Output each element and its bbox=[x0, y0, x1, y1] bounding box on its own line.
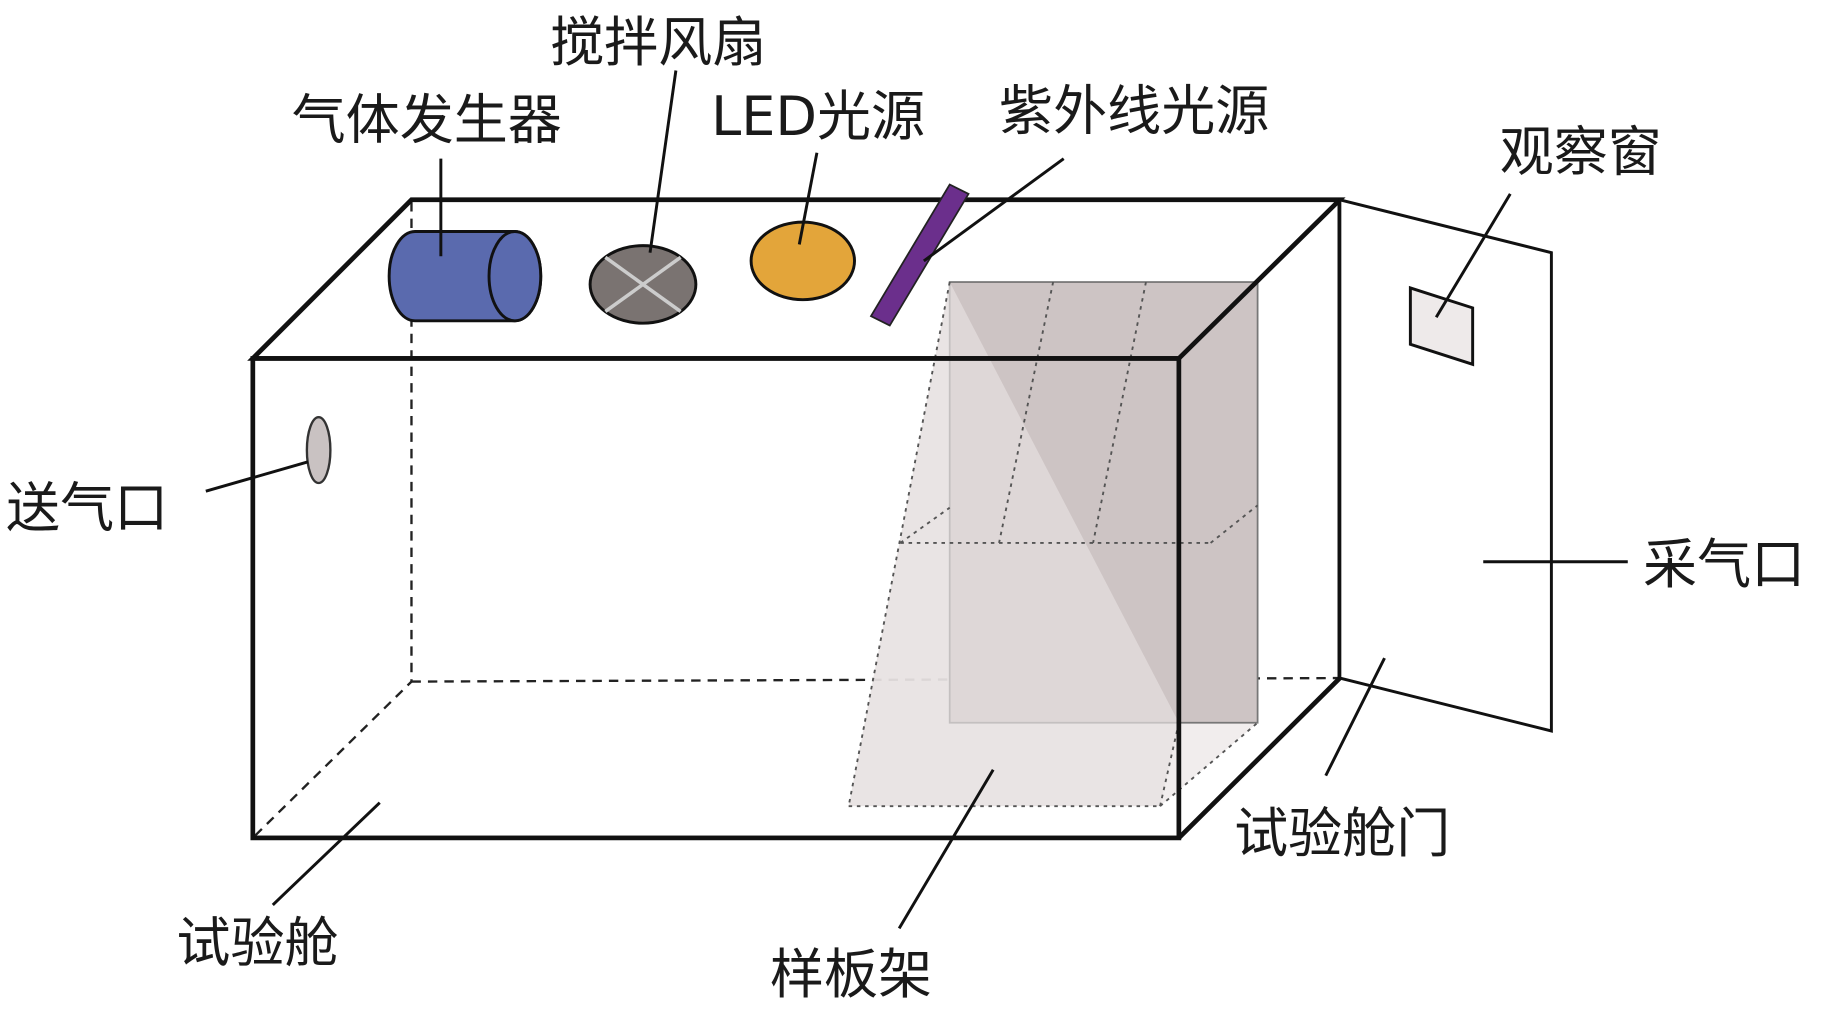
label-chamber-door: 试验舱门 bbox=[1234, 802, 1450, 865]
label-air-sampling-port: 采气口 bbox=[1643, 533, 1805, 596]
label-led-light: LED光源 bbox=[711, 85, 925, 148]
gas-generator-icon bbox=[387, 230, 543, 323]
chamber-door bbox=[1338, 197, 1553, 733]
air-inlet-icon bbox=[305, 416, 332, 485]
label-gas-generator: 气体发生器 bbox=[292, 89, 562, 152]
observation-window bbox=[1408, 285, 1475, 367]
label-test-chamber: 试验舱 bbox=[176, 911, 338, 974]
label-air-inlet: 送气口 bbox=[6, 476, 168, 539]
leader-lines bbox=[205, 70, 1628, 930]
uv-light-icon bbox=[869, 183, 970, 327]
label-sample-rack: 样板架 bbox=[770, 943, 932, 1006]
sample-rack bbox=[847, 281, 1259, 808]
mixing-fan-icon bbox=[588, 244, 698, 325]
label-mixing-fan: 搅拌风扇 bbox=[550, 11, 766, 74]
label-observation-window: 观察窗 bbox=[1500, 120, 1662, 183]
label-uv-light: 紫外线光源 bbox=[999, 79, 1269, 142]
